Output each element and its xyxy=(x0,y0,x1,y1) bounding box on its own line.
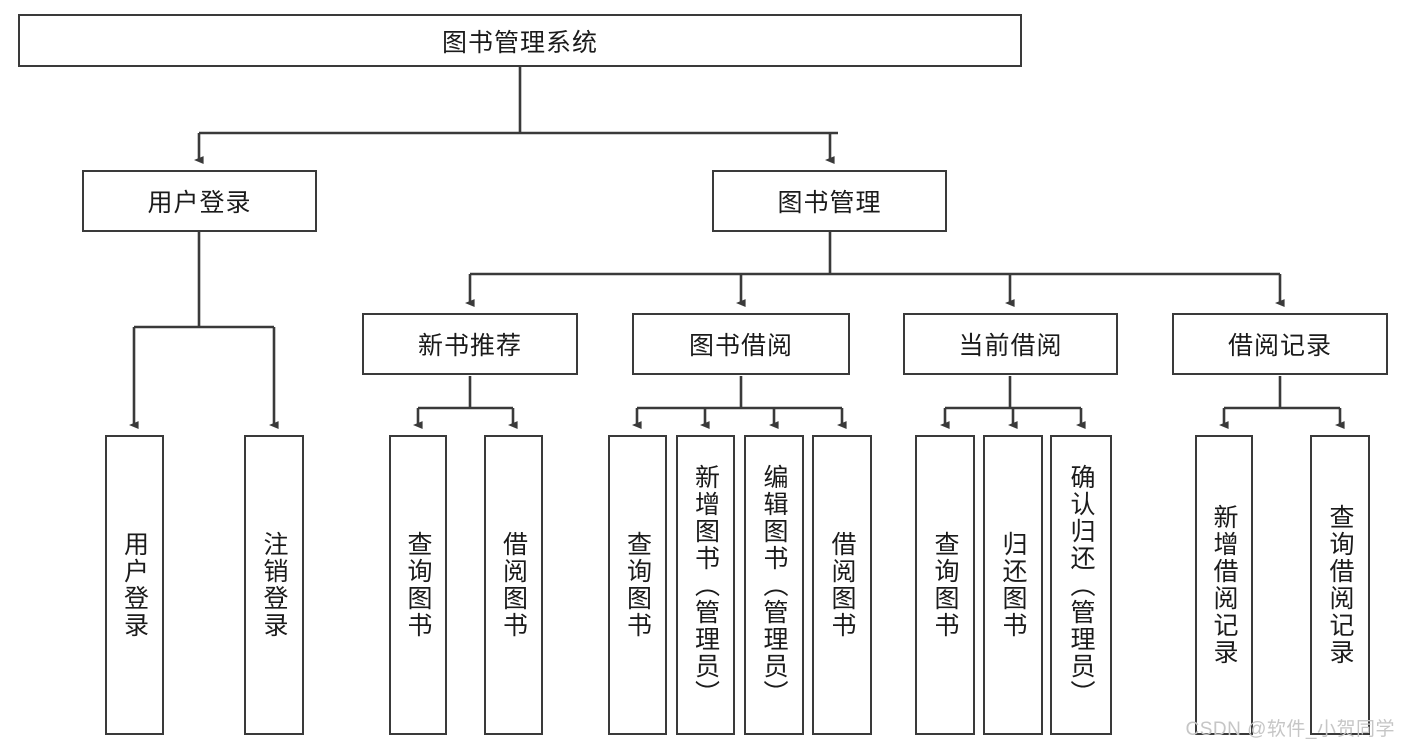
node-label: 新书推荐 xyxy=(417,332,522,360)
node-label: 查询图书 xyxy=(623,531,652,639)
node-label: 查询图书 xyxy=(931,531,959,639)
node-label: 查询图书 xyxy=(404,531,432,639)
node-book-management[interactable]: 图书管理 xyxy=(712,170,947,232)
node-label: 新增借阅记录 xyxy=(1210,504,1238,666)
node-label: 图书借阅 xyxy=(688,332,793,360)
leaf-current-return-book[interactable]: 归还图书 xyxy=(983,435,1043,735)
leaf-current-confirm-return-admin[interactable]: 确认归还（管理员） xyxy=(1050,435,1112,735)
leaf-borrow-query-book[interactable]: 查询图书 xyxy=(608,435,667,735)
node-label: 归还图书 xyxy=(999,531,1027,639)
node-label: 编辑图书（管理员） xyxy=(760,463,788,707)
node-new-book-recommend[interactable]: 新书推荐 xyxy=(362,313,578,375)
leaf-new-book-query[interactable]: 查询图书 xyxy=(389,435,447,735)
leaf-user-login-logout[interactable]: 注销登录 xyxy=(244,435,304,735)
node-user-login[interactable]: 用户登录 xyxy=(82,170,317,232)
node-borrow-record[interactable]: 借阅记录 xyxy=(1172,313,1388,375)
leaf-new-book-borrow[interactable]: 借阅图书 xyxy=(484,435,543,735)
node-label: 图书管理 xyxy=(777,189,882,217)
leaf-borrow-edit-book-admin[interactable]: 编辑图书（管理员） xyxy=(744,435,804,735)
node-label: 确认归还（管理员） xyxy=(1067,463,1095,707)
leaf-user-login-login[interactable]: 用户登录 xyxy=(105,435,164,735)
node-label: 用户登录 xyxy=(120,531,149,639)
leaf-current-query-book[interactable]: 查询图书 xyxy=(915,435,975,735)
node-label: 当前借阅 xyxy=(958,332,1063,360)
node-label: 注销登录 xyxy=(260,531,288,639)
node-root-book-management-system[interactable]: 图书管理系统 xyxy=(18,14,1022,67)
node-label: 查询借阅记录 xyxy=(1326,504,1354,666)
csdn-watermark: CSDN @软件_小贺同学 xyxy=(1185,719,1395,740)
node-book-borrow[interactable]: 图书借阅 xyxy=(632,313,850,375)
node-current-borrow[interactable]: 当前借阅 xyxy=(903,313,1118,375)
leaf-borrow-add-book-admin[interactable]: 新增图书（管理员） xyxy=(676,435,735,735)
node-label: 用户登录 xyxy=(147,189,252,217)
node-label: 借阅图书 xyxy=(499,531,528,639)
leaf-record-add-record[interactable]: 新增借阅记录 xyxy=(1195,435,1253,735)
node-label: 新增图书（管理员） xyxy=(691,463,720,707)
leaf-borrow-borrow-book[interactable]: 借阅图书 xyxy=(812,435,872,735)
node-label: 图书管理系统 xyxy=(441,28,598,57)
node-label: 借阅图书 xyxy=(828,531,856,639)
leaf-record-query-record[interactable]: 查询借阅记录 xyxy=(1310,435,1370,735)
node-label: 借阅记录 xyxy=(1227,332,1332,360)
